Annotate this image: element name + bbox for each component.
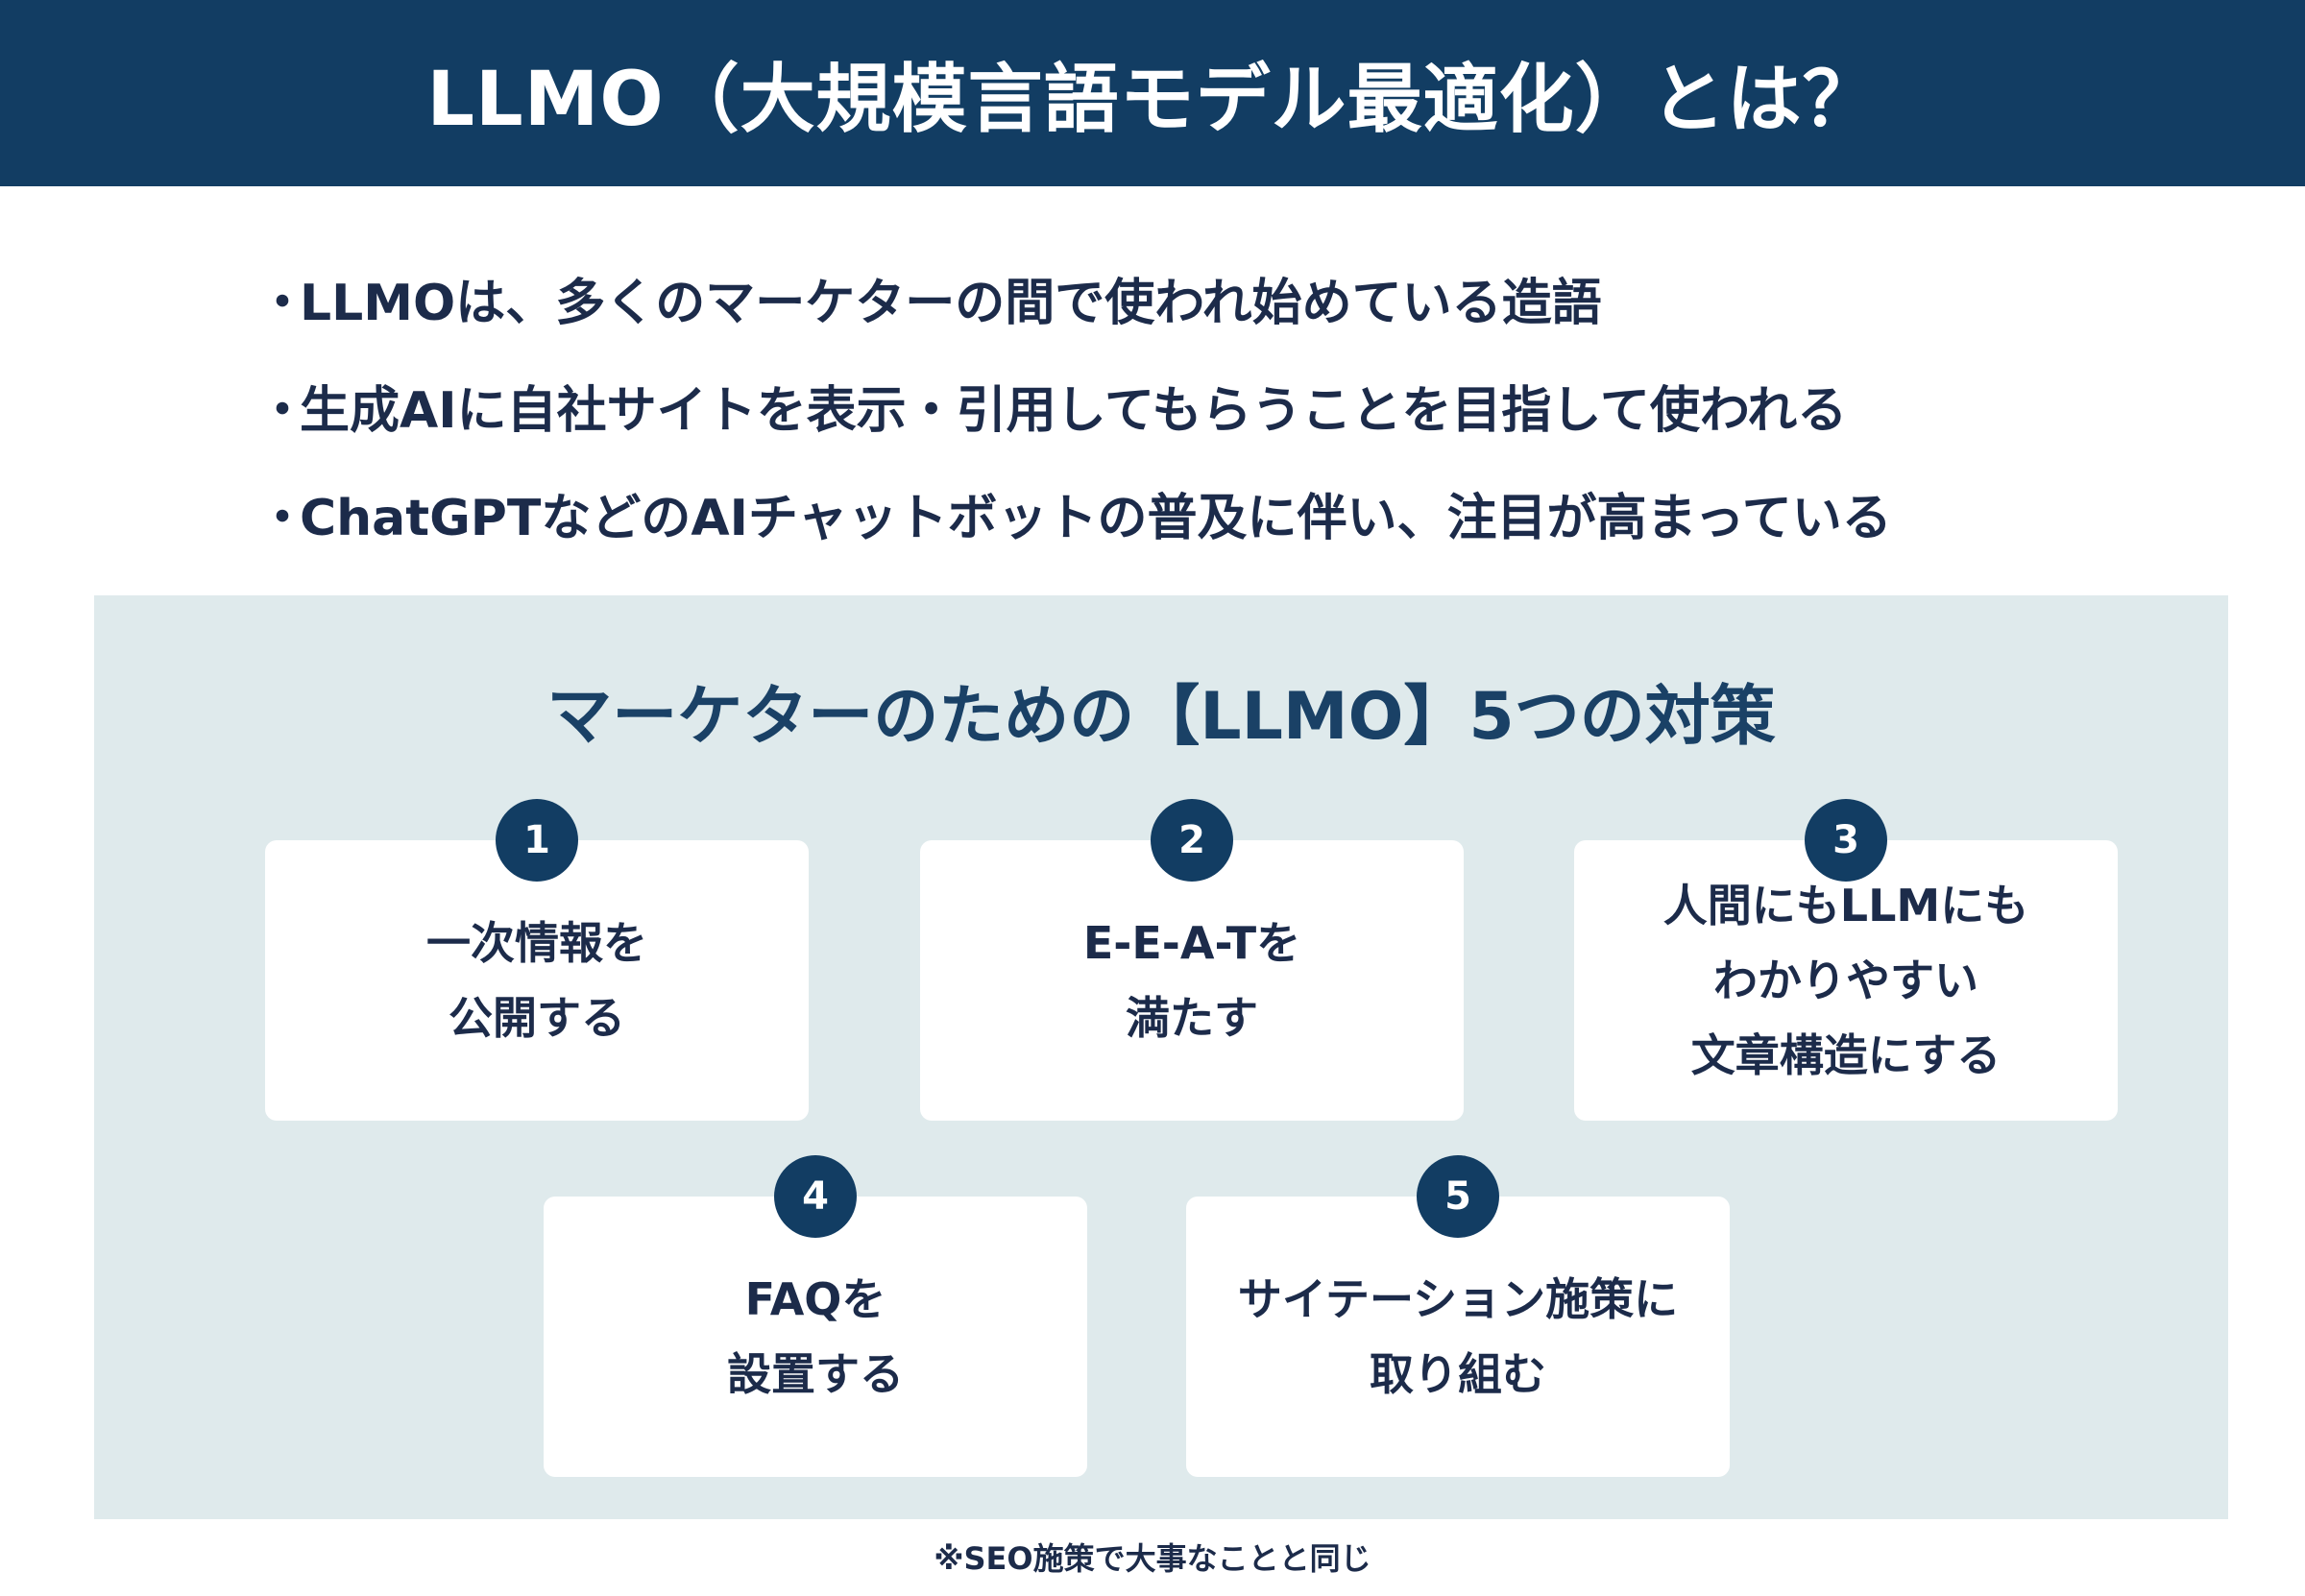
measures-panel: マーケターのための【LLMO】5つの対策 1 一次情報を 公開する 2 E-E-… [94, 595, 2228, 1519]
bullet-item: ・ 生成AIに自社サイトを表示・引用してもらうことを目指して使われる [257, 351, 1892, 459]
bullet-text: LLMOは、多くのマーケターの間で使われ始めている造語 [300, 274, 1602, 332]
card-line: 満たす [1126, 992, 1258, 1044]
bullet-dot: ・ [257, 381, 308, 440]
panel-title: マーケターのための【LLMO】5つの対策 [546, 679, 1776, 755]
card-line: E-E-A-Tを [1082, 917, 1301, 969]
bullet-dot: ・ [257, 274, 308, 332]
card-line: FAQを [744, 1273, 886, 1325]
footnote: ※SEO施策で大事なことと同じ [934, 1540, 1371, 1577]
measure-card-3: 3 人間にもLLMにも わかりやすい 文章構造にする [1574, 799, 2118, 1121]
measure-card-4: 4 FAQを 設置する [544, 1155, 1087, 1477]
measure-card-text: E-E-A-Tを 満たす [920, 840, 1464, 1121]
bullet-text: 生成AIに自社サイトを表示・引用してもらうことを目指して使われる [300, 381, 1848, 440]
measure-card-2: 2 E-E-A-Tを 満たす [920, 799, 1464, 1121]
measure-card-text: サイテーション施策に 取り組む [1186, 1197, 1730, 1477]
card-line: 一次情報を [426, 917, 647, 969]
page-title: LLMO（大規模言語モデル最適化）とは？ [426, 57, 1879, 143]
bullet-item: ・ ChatGPTなどのAIチャットボットの普及に伴い、注目が高まっている [257, 459, 1892, 567]
bullet-list: ・ LLMOは、多くのマーケターの間で使われ始めている造語 ・ 生成AIに自社サ… [257, 244, 1892, 567]
measure-card-1: 1 一次情報を 公開する [265, 799, 809, 1121]
step-number-badge: 1 [496, 799, 578, 882]
bullet-dot: ・ [257, 489, 308, 547]
card-line: 公開する [449, 992, 625, 1044]
card-line: 人間にもLLMにも [1662, 880, 2029, 931]
bullet-item: ・ LLMOは、多くのマーケターの間で使われ始めている造語 [257, 244, 1892, 351]
step-number-badge: 5 [1417, 1155, 1499, 1238]
card-line: わかりやすい [1713, 955, 1978, 1006]
card-line: サイテーション施策に [1237, 1273, 1679, 1325]
card-line: 文章構造にする [1690, 1029, 2002, 1081]
measure-card-text: 人間にもLLMにも わかりやすい 文章構造にする [1574, 840, 2118, 1121]
measure-card-5: 5 サイテーション施策に 取り組む [1186, 1155, 1730, 1477]
bullet-text: ChatGPTなどのAIチャットボットの普及に伴い、注目が高まっている [300, 489, 1892, 547]
card-line: 設置する [727, 1348, 904, 1400]
header-banner: LLMO（大規模言語モデル最適化）とは？ [0, 0, 2305, 186]
card-line: 取り組む [1370, 1348, 1546, 1400]
step-number-badge: 2 [1151, 799, 1233, 882]
measure-card-text: 一次情報を 公開する [265, 840, 809, 1121]
step-number-badge: 4 [774, 1155, 857, 1238]
step-number-badge: 3 [1805, 799, 1887, 882]
measure-card-text: FAQを 設置する [544, 1197, 1087, 1477]
